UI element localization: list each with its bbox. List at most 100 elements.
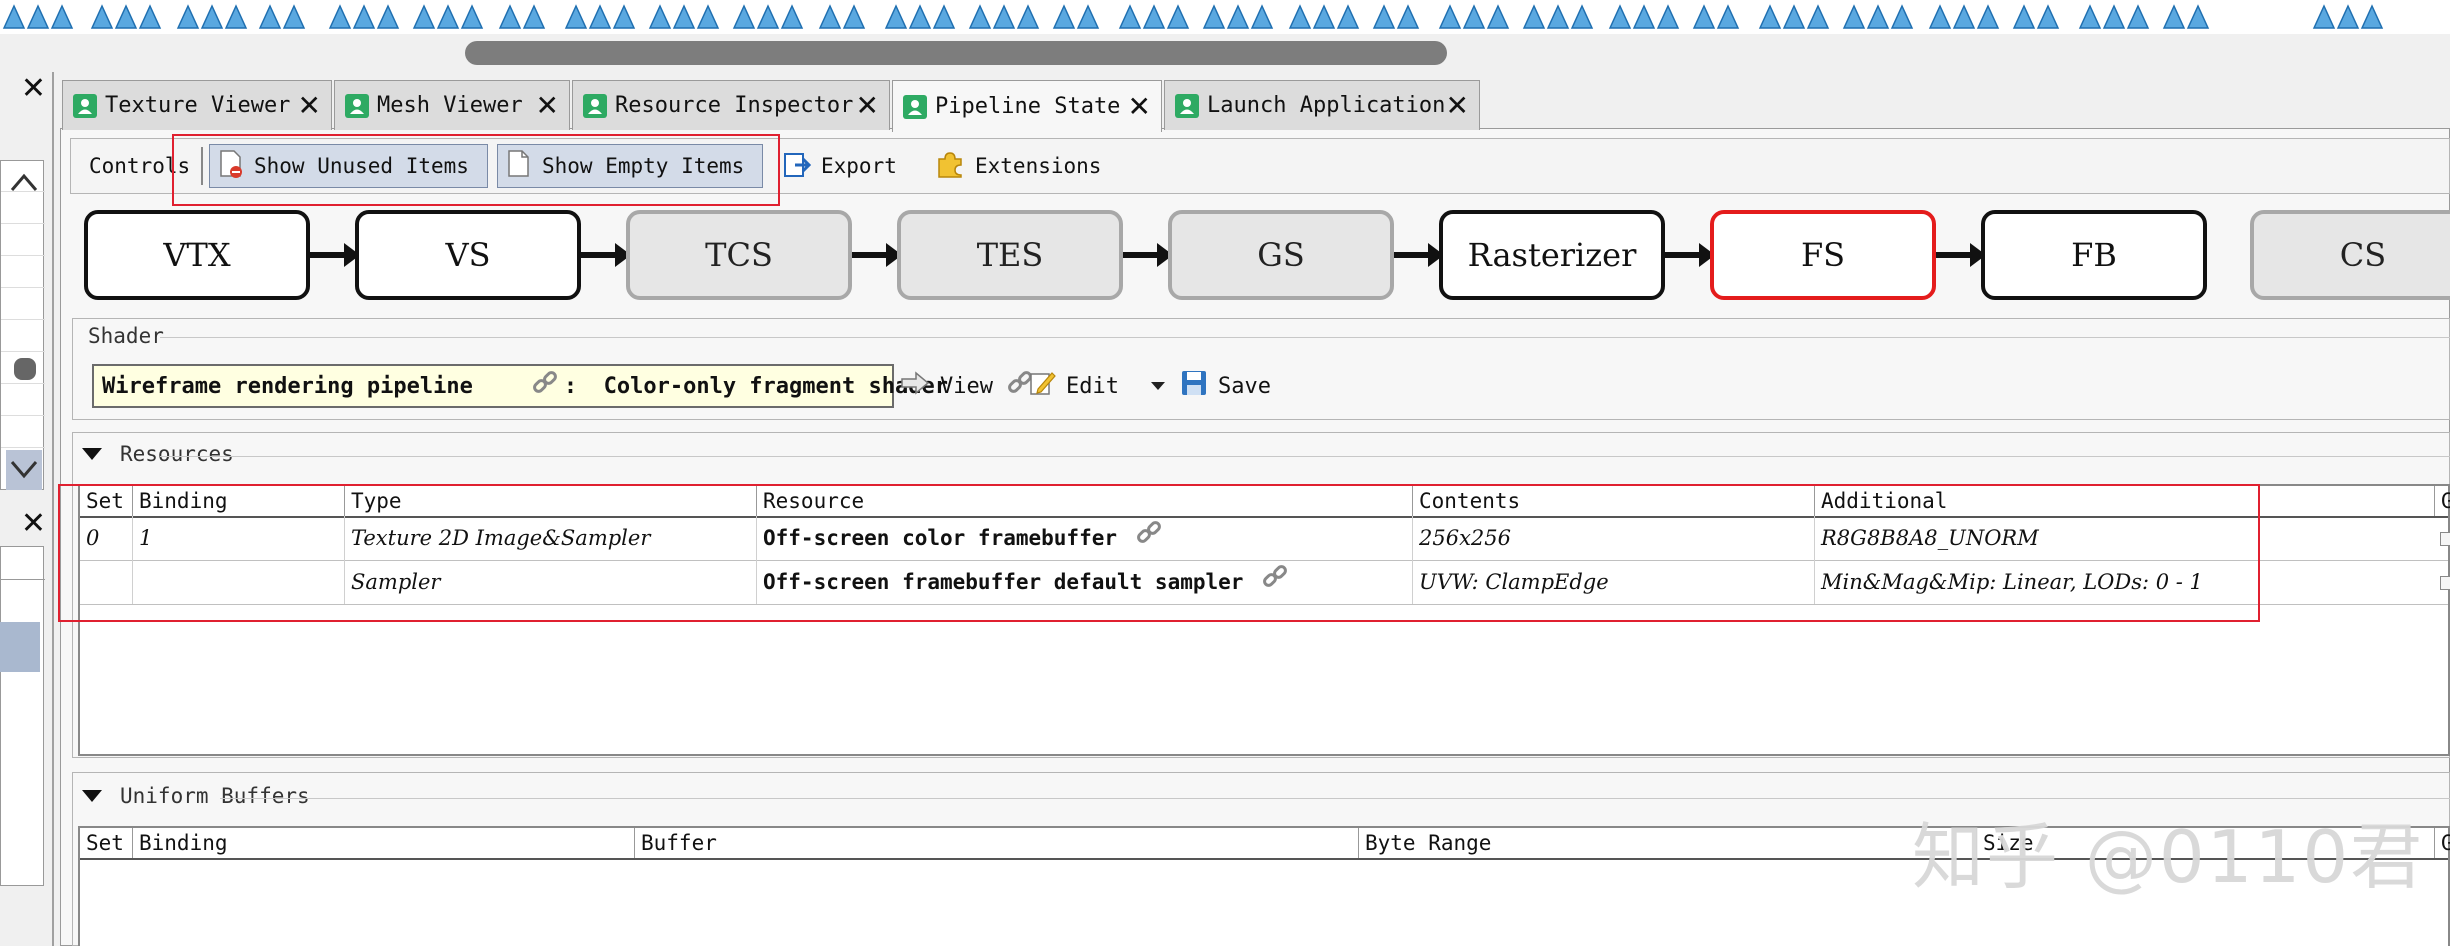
close-icon[interactable]: ✕	[20, 71, 46, 106]
col-g[interactable]: G	[2434, 486, 2450, 516]
stage-arrow	[581, 243, 631, 267]
link-icon[interactable]	[479, 345, 558, 427]
col-size[interactable]: Size	[1976, 828, 2434, 858]
triangle-decoration	[224, 4, 248, 29]
col-set[interactable]: Set	[86, 831, 124, 855]
table-row[interactable]: 0 1 Texture 2D Image&Sampler Off-screen …	[80, 516, 2450, 561]
triangle-decoration	[2, 4, 26, 29]
link-icon[interactable]	[1136, 517, 1162, 560]
list-row-divider	[1, 447, 45, 448]
view-shader-button[interactable]: View	[900, 366, 993, 406]
triangle-decoration	[1166, 4, 1190, 29]
col-type[interactable]: Type	[344, 486, 756, 516]
cell-additional: R8G8B8A8_UNORM	[1814, 516, 2434, 560]
stage-vtx[interactable]: VTX	[84, 210, 310, 300]
close-icon[interactable]: ✕	[535, 89, 559, 122]
user-icon	[583, 93, 607, 118]
collapse-triangle-icon[interactable]	[82, 790, 102, 802]
collapse-triangle-icon[interactable]	[82, 448, 102, 460]
tab-texture-viewer[interactable]: Texture Viewer ✕	[62, 80, 332, 130]
col-g[interactable]: G	[2434, 828, 2450, 858]
row-checkbox[interactable]	[2440, 532, 2450, 546]
table-header: Set Binding Type Resource Contents Addit…	[80, 486, 2450, 518]
save-shader-button[interactable]: Save	[1180, 366, 1271, 406]
triangle-decoration	[138, 4, 162, 29]
scrollbar-thumb[interactable]	[465, 41, 1447, 65]
left-panel-scrollbar[interactable]	[6, 160, 42, 490]
stage-arrow	[310, 243, 360, 267]
stage-fs[interactable]: FS	[1710, 210, 1936, 300]
stage-fb[interactable]: FB	[1981, 210, 2207, 300]
triangle-decoration	[176, 4, 200, 29]
extensions-button[interactable]: Extensions	[935, 139, 1101, 193]
cell-resource[interactable]: Off-screen color framebuffer	[756, 516, 1412, 560]
list-row-divider	[1, 415, 45, 416]
table-row[interactable]: Sampler Off-screen framebuffer default s…	[80, 560, 2450, 605]
stage-tcs[interactable]: TCS	[626, 210, 852, 300]
stage-vs[interactable]: VS	[355, 210, 581, 300]
col-byte-range[interactable]: Byte Range	[1358, 828, 1976, 858]
left-panel-list[interactable]	[0, 546, 45, 886]
close-icon[interactable]: ✕	[297, 89, 321, 122]
shader-name-field[interactable]: Wireframe rendering pipeline : Color-onl…	[92, 364, 1032, 408]
chevron-up-icon[interactable]	[10, 173, 38, 191]
tab-resource-inspector[interactable]: Resource Inspector ✕	[572, 80, 890, 130]
triangle-decoration	[1758, 4, 1782, 29]
edit-shader-button[interactable]: Edit	[1028, 366, 1119, 406]
left-panel-list[interactable]	[0, 160, 45, 490]
scroll-down-button[interactable]	[6, 450, 42, 490]
tab-pipeline-state[interactable]: Pipeline State ✕	[892, 80, 1162, 132]
triangle-decoration	[1486, 4, 1510, 29]
resource-name[interactable]: Off-screen framebuffer default sampler	[763, 570, 1244, 594]
uniform-buffers-table[interactable]: Set Binding Buffer Byte Range Size G	[78, 826, 2450, 946]
triangle-decoration	[2186, 4, 2210, 29]
tab-launch-application[interactable]: Launch Application ✕	[1164, 80, 1480, 130]
resources-header[interactable]: Resources	[82, 442, 234, 466]
list-row-divider	[1, 255, 45, 256]
pipeline-name[interactable]: Wireframe rendering pipeline	[102, 373, 473, 399]
shader-name[interactable]: Color-only fragment shader	[603, 373, 948, 399]
show-empty-items-button[interactable]: Show Empty Items	[497, 144, 764, 188]
close-icon[interactable]: ✕	[855, 89, 879, 122]
uniform-buffers-header[interactable]: Uniform Buffers	[82, 784, 310, 808]
triangle-decoration	[114, 4, 138, 29]
link-icon[interactable]	[954, 345, 1033, 427]
triangle-decoration	[1632, 4, 1656, 29]
stage-tes[interactable]: TES	[897, 210, 1123, 300]
col-contents[interactable]: Contents	[1412, 486, 1814, 516]
col-set[interactable]: Set	[86, 489, 124, 513]
edit-dropdown-button[interactable]	[1150, 366, 1166, 406]
close-icon[interactable]: ✕	[1127, 90, 1151, 123]
triangle-decoration	[2360, 4, 2384, 29]
page-remove-icon	[218, 149, 244, 184]
col-binding[interactable]: Binding	[132, 486, 344, 516]
annotation-box	[172, 134, 780, 206]
close-icon[interactable]: ✕	[1445, 89, 1469, 122]
left-panel-selected-row[interactable]	[0, 622, 40, 672]
tab-label: Launch Application	[1207, 93, 1446, 118]
chevron-down-icon[interactable]	[10, 461, 38, 479]
close-icon[interactable]: ✕	[20, 506, 46, 541]
list-row-divider	[1, 351, 45, 352]
resource-name[interactable]: Off-screen color framebuffer	[763, 526, 1118, 550]
stage-cs[interactable]: CS	[2250, 210, 2450, 300]
export-button[interactable]: Export	[783, 139, 897, 193]
triangle-decoration	[780, 4, 804, 29]
col-buffer[interactable]: Buffer	[634, 828, 1358, 858]
col-binding[interactable]: Binding	[132, 828, 634, 858]
row-checkbox[interactable]	[2440, 576, 2450, 590]
tab-bar: Texture Viewer ✕ Mesh Viewer ✕ Resource …	[60, 80, 2450, 132]
link-icon[interactable]	[1262, 561, 1288, 604]
stage-gs[interactable]: GS	[1168, 210, 1394, 300]
resources-label: Resources	[120, 442, 234, 466]
page-icon	[506, 149, 532, 184]
show-unused-items-button[interactable]: Show Unused Items	[209, 144, 488, 188]
triangle-decoration	[968, 4, 992, 29]
col-resource[interactable]: Resource	[756, 486, 1412, 516]
scroll-thumb[interactable]	[14, 358, 36, 380]
triangle-decoration	[1052, 4, 1076, 29]
stage-rasterizer[interactable]: Rasterizer	[1439, 210, 1665, 300]
col-additional[interactable]: Additional	[1814, 486, 2434, 516]
tab-mesh-viewer[interactable]: Mesh Viewer ✕	[334, 80, 570, 130]
cell-resource[interactable]: Off-screen framebuffer default sampler	[756, 560, 1412, 604]
